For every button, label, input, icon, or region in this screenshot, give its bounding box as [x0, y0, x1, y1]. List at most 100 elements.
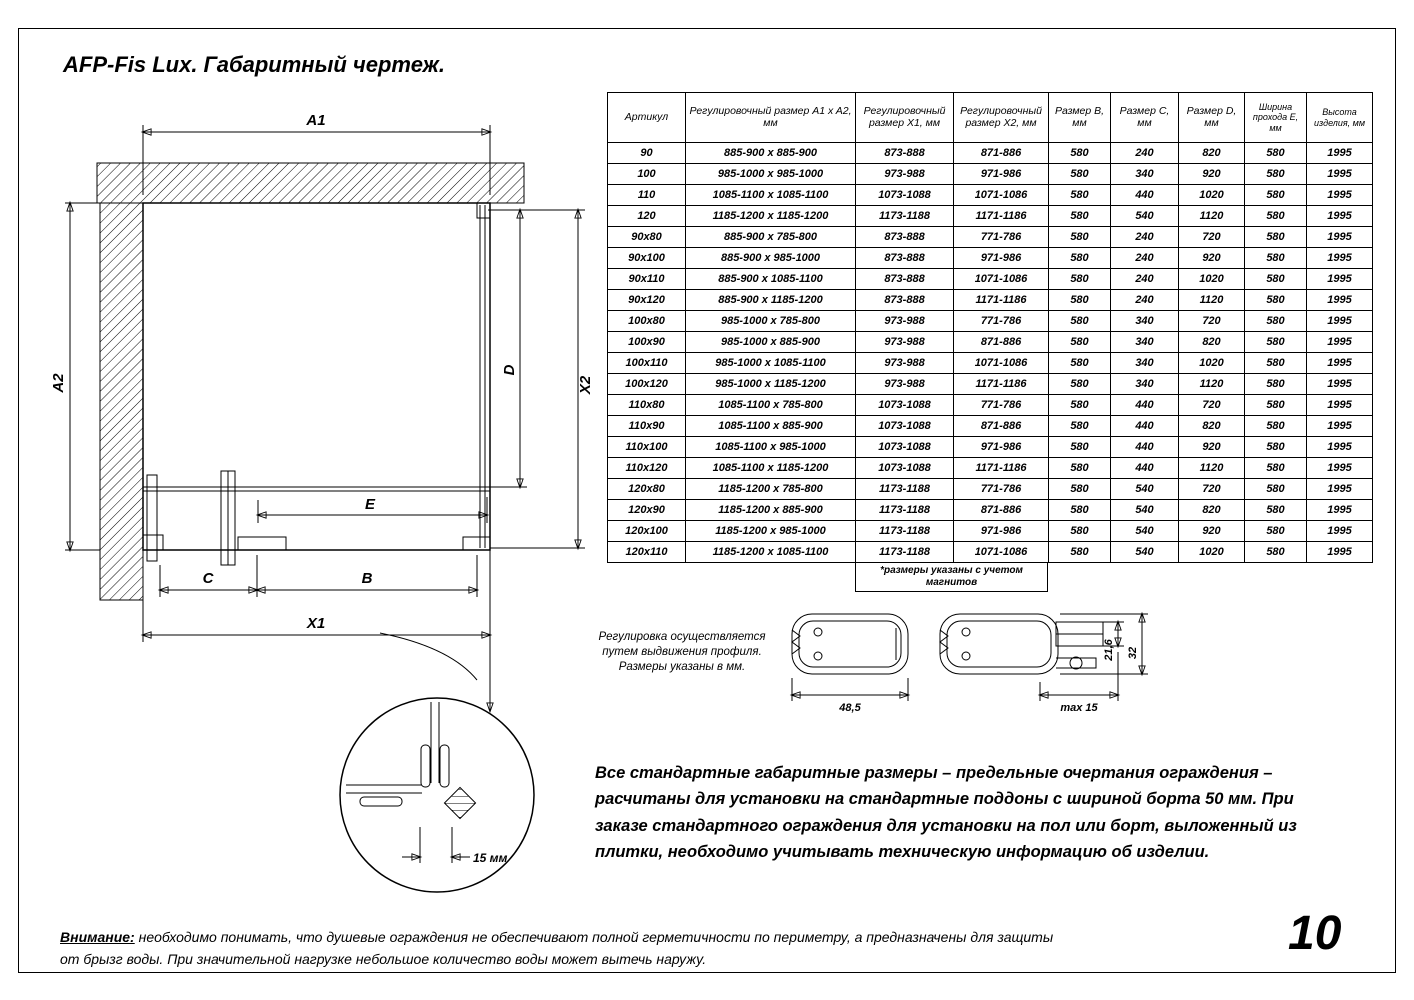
table-cell: 1173-1188 — [855, 478, 954, 500]
table-cell: 120x90 — [607, 499, 686, 521]
walls — [96, 162, 525, 601]
table-cell: 920 — [1178, 163, 1245, 185]
table-cell: 1020 — [1178, 184, 1245, 206]
table-cell: 340 — [1110, 331, 1179, 353]
table-cell: 120 — [607, 205, 686, 227]
table-cell: 1995 — [1306, 268, 1373, 290]
table-cell: 110x90 — [607, 415, 686, 437]
detail-view: 15 мм — [339, 697, 535, 893]
table-cell: 440 — [1110, 394, 1179, 416]
table-cell: 720 — [1178, 478, 1245, 500]
table-cell: 340 — [1110, 163, 1179, 185]
table-cell: 1185-1200 x 985-1000 — [685, 520, 856, 542]
dimension-x1: X1 — [140, 553, 493, 642]
table-cell: 100x80 — [607, 310, 686, 332]
dim-label-profile-width: 48,5 — [838, 702, 861, 714]
table-cell: 240 — [1110, 247, 1179, 269]
table-cell: 540 — [1110, 541, 1179, 563]
table-cell: 580 — [1048, 436, 1111, 458]
table-cell: 1085-1100 x 1085-1100 — [685, 184, 856, 206]
table-cell: 540 — [1110, 478, 1179, 500]
dim-label-a1: A1 — [305, 112, 325, 129]
table-cell: 1995 — [1306, 478, 1373, 500]
page-number: 10 — [1288, 907, 1342, 960]
table-cell: 580 — [1244, 499, 1307, 521]
dim-label-profile-max: max 15 — [1060, 702, 1098, 714]
table-cell: 885-900 x 1085-1100 — [685, 268, 856, 290]
column-header: Размер D, мм — [1178, 92, 1245, 143]
table-cell: 580 — [1048, 499, 1111, 521]
table-cell: 1995 — [1306, 373, 1373, 395]
table-cell: 1020 — [1178, 268, 1245, 290]
table-cell: 580 — [1244, 457, 1307, 479]
profile-section-closed: 48,5 — [789, 613, 911, 714]
table-cell: 1073-1088 — [855, 457, 954, 479]
column-header: Регулировочный размер A1 x A2, мм — [685, 92, 856, 143]
table-cell: 1020 — [1178, 541, 1245, 563]
table-cell: 1995 — [1306, 163, 1373, 185]
table-cell: 580 — [1048, 520, 1111, 542]
table-cell: 920 — [1178, 247, 1245, 269]
table-cell: 1171-1186 — [953, 205, 1049, 227]
table-cell: 1995 — [1306, 541, 1373, 563]
table-cell: 580 — [1048, 205, 1111, 227]
table-cell: 580 — [1048, 394, 1111, 416]
table-cell: 971-986 — [953, 520, 1049, 542]
table-cell: 885-900 x 785-800 — [685, 226, 856, 248]
table-cell: 1185-1200 x 785-800 — [685, 478, 856, 500]
page-title: AFP-Fis Lux. Габаритный чертеж. — [63, 52, 445, 77]
table-cell: 820 — [1178, 415, 1245, 437]
table-cell: 580 — [1244, 142, 1307, 164]
dim-label-e: E — [365, 496, 376, 513]
table-cell: 580 — [1048, 331, 1111, 353]
table-cell: 885-900 x 1185-1200 — [685, 289, 856, 311]
table-cell: 110x80 — [607, 394, 686, 416]
table-cell: 240 — [1110, 226, 1179, 248]
table-cell: 580 — [1048, 352, 1111, 374]
table-cell: 240 — [1110, 268, 1179, 290]
table-cell: 580 — [1244, 184, 1307, 206]
column-header: Размер B, мм — [1048, 92, 1111, 143]
table-cell: 973-988 — [855, 352, 954, 374]
table-cell: 1995 — [1306, 352, 1373, 374]
table-cell: 1995 — [1306, 184, 1373, 206]
column-header: Размер C, мм — [1110, 92, 1179, 143]
table-cell: 971-986 — [953, 436, 1049, 458]
table-cell: 110 — [607, 184, 686, 206]
dim-label-profile-outer-height: 32 — [1127, 647, 1139, 659]
table-cell: 240 — [1110, 289, 1179, 311]
table-cell: 871-886 — [953, 142, 1049, 164]
table-cell: 985-1000 x 1085-1100 — [685, 352, 856, 374]
table-cell: 580 — [1244, 478, 1307, 500]
table-cell: 1171-1186 — [953, 289, 1049, 311]
table-cell: 973-988 — [855, 310, 954, 332]
table-cell: 1171-1186 — [953, 457, 1049, 479]
table-cell: 580 — [1244, 310, 1307, 332]
table-cell: 920 — [1178, 436, 1245, 458]
table-cell: 580 — [1048, 184, 1111, 206]
table-cell: 440 — [1110, 415, 1179, 437]
table-cell: 820 — [1178, 331, 1245, 353]
table-cell: 771-786 — [953, 394, 1049, 416]
dimension-e: E — [255, 496, 490, 523]
table-cell: 873-888 — [855, 226, 954, 248]
table-cell: 1120 — [1178, 373, 1245, 395]
sheet-border — [18, 28, 1396, 973]
table-cell: 1995 — [1306, 226, 1373, 248]
table-cell: 820 — [1178, 142, 1245, 164]
table-cell: 580 — [1048, 247, 1111, 269]
table-cell: 973-988 — [855, 331, 954, 353]
attention-label: Внимание: — [60, 929, 135, 945]
dim-label-x1: X1 — [306, 615, 325, 632]
table-cell: 971-986 — [953, 163, 1049, 185]
table-cell: 871-886 — [953, 415, 1049, 437]
table-cell: 1071-1086 — [953, 184, 1049, 206]
